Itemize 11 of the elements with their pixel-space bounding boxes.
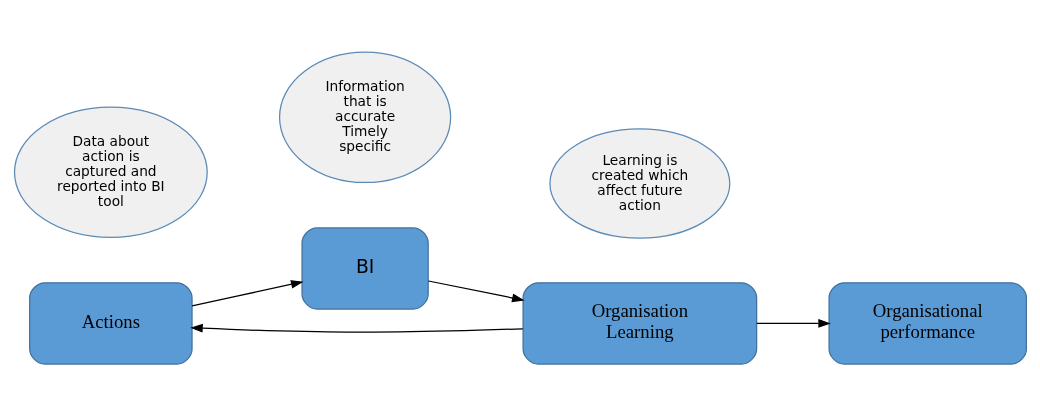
node-box: Organisation Learning xyxy=(521,281,757,365)
arrow xyxy=(189,323,523,333)
arrow xyxy=(427,279,525,302)
node-ellipse: Information that is accurate Timely specific xyxy=(278,51,451,183)
node-box: Actions xyxy=(28,281,193,365)
arrow xyxy=(755,318,831,328)
node-box: Organisational performance xyxy=(827,281,1027,365)
node-ellipse: Learning is created which affect future action xyxy=(548,127,730,239)
arrow xyxy=(191,279,303,307)
node-box: BI xyxy=(300,226,429,310)
node-ellipse: Data about action is captured and reported into BI tool xyxy=(13,106,208,238)
